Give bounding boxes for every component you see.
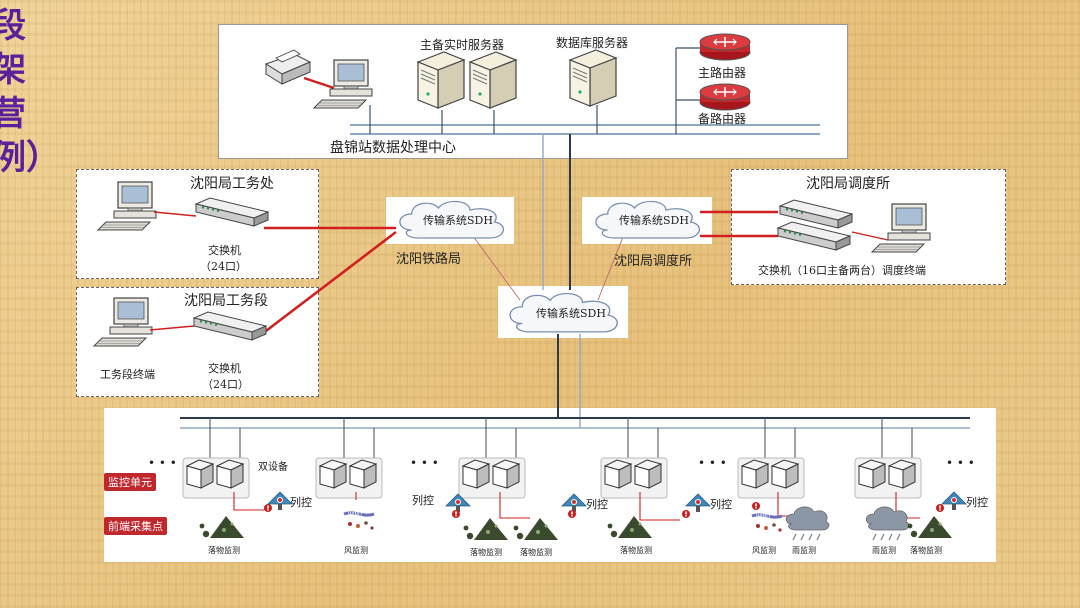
rain-sensor-1-icon — [785, 506, 830, 541]
printer-icon — [264, 49, 312, 85]
ellipsis-2: • • • — [410, 456, 439, 470]
monitor-unit-tag: 监控单元 — [104, 473, 156, 491]
printer-link — [303, 76, 335, 90]
db-server-icon — [569, 49, 617, 107]
ellipsis-4: • • • — [946, 456, 975, 470]
side-title-line-3: 营 — [0, 94, 26, 134]
main-server-label: 主备实时服务器 — [420, 38, 505, 52]
train-control-label-5: 列控 — [966, 496, 988, 509]
rockfall-sensor-5-icon — [907, 516, 952, 538]
monitor-unit-5-icon — [737, 457, 805, 499]
bureau-office-title: 沈阳局工务处 — [190, 176, 274, 192]
side-title-line-1: 段 — [0, 6, 26, 46]
rain-label-1: 雨监测 — [792, 546, 816, 555]
office-switch-label: 交换机 — [208, 244, 241, 257]
side-title-line-4: 例） — [0, 138, 60, 178]
collect-point-tag: 前端采集点 — [104, 517, 167, 535]
train-control-label-4: 列控 — [710, 498, 732, 511]
monitor-unit-6-icon — [854, 457, 922, 499]
sdh-center-label: 传输系统SDH — [536, 307, 606, 320]
main-router-icon — [699, 33, 751, 61]
train-control-signal-5-icon — [941, 491, 967, 511]
ellipsis-3: • • • — [698, 456, 727, 470]
alarm-5-icon — [752, 502, 760, 510]
section-switch-ports: （24口） — [202, 378, 249, 391]
train-control-signal-3-icon — [561, 493, 587, 513]
section-pc-link — [149, 325, 195, 331]
dispatch-title: 沈阳局调度所 — [806, 176, 890, 192]
rain-sensor-2-icon — [865, 506, 910, 541]
wind-sensor-1-icon — [342, 510, 376, 532]
bureau-section-title: 沈阳局工务段 — [184, 293, 268, 309]
rockfall-label-5: 落物监测 — [910, 546, 942, 555]
rain-label-2: 雨监测 — [872, 546, 896, 555]
monitor-unit-3-icon — [458, 457, 526, 499]
dispatch-switch-label: 交换机（16口主备两台）调度终端 — [758, 264, 926, 277]
dual-device-label: 双设备 — [258, 462, 288, 473]
monitor-unit-2-icon — [315, 457, 383, 499]
side-title-line-2: 架 — [0, 50, 26, 90]
dispatch-panel — [731, 169, 1006, 285]
monitor-unit-4-icon — [600, 457, 668, 499]
backup-router-label: 备路由器 — [698, 112, 747, 126]
dispatch-pc-icon — [871, 203, 931, 253]
train-control-signal-4-icon — [685, 493, 711, 513]
office-pc-icon — [97, 181, 157, 231]
train-control-label-2: 列控 — [412, 494, 434, 507]
dispatch-pc-link — [851, 231, 889, 241]
section-switch-label: 交换机 — [208, 362, 241, 375]
section-pc-icon — [93, 297, 153, 347]
rockfall-sensor-3-icon — [513, 518, 558, 540]
rockfall-label-2: 落物监测 — [470, 548, 502, 557]
center-bus — [350, 47, 820, 135]
backup-router-icon — [699, 83, 751, 111]
alarm-3-icon — [568, 510, 576, 518]
alarm-6-icon — [936, 504, 944, 512]
backbone-links — [261, 134, 778, 428]
office-pc-link — [153, 211, 197, 217]
section-switch-icon — [192, 310, 268, 342]
data-center-title: 盘锦站数据处理中心 — [330, 140, 456, 156]
train-control-label-3: 列控 — [586, 498, 608, 511]
rockfall-sensor-1-icon — [199, 516, 244, 538]
monitor-unit-1-icon — [182, 457, 250, 499]
rockfall-sensor-2-icon — [463, 518, 508, 540]
rockfall-label-3: 落物监测 — [520, 548, 552, 557]
field-bus — [180, 417, 970, 460]
sdh-right-caption: 沈阳局调度所 — [614, 254, 693, 269]
rockfall-sensor-4-icon — [607, 516, 652, 538]
rockfall-label-1: 落物监测 — [208, 546, 240, 555]
main-server-1-icon — [417, 51, 465, 109]
db-server-label: 数据库服务器 — [556, 36, 629, 50]
sdh-right-label: 传输系统SDH — [619, 214, 689, 227]
rockfall-label-4: 落物监测 — [620, 546, 652, 555]
alarm-4-icon — [682, 510, 690, 518]
main-router-label: 主路由器 — [698, 66, 747, 80]
wind-label-2: 风监测 — [752, 546, 776, 555]
train-control-label-1: 列控 — [290, 496, 312, 509]
main-server-2-icon — [469, 51, 517, 109]
section-terminal-label: 工务段终端 — [100, 368, 155, 381]
sdh-left-label: 传输系统SDH — [423, 214, 493, 227]
office-switch-icon — [194, 196, 270, 228]
side-title: 段 架 营 例） — [0, 4, 60, 180]
sdh-left-caption: 沈阳铁路局 — [396, 252, 462, 267]
ellipsis-1: • • • — [148, 456, 177, 470]
office-switch-ports: （24口） — [200, 260, 247, 273]
wind-sensor-2-icon — [750, 512, 784, 534]
alarm-2-icon — [452, 510, 460, 518]
wind-label-1: 风监测 — [344, 546, 368, 555]
alarm-1-icon — [264, 504, 272, 512]
